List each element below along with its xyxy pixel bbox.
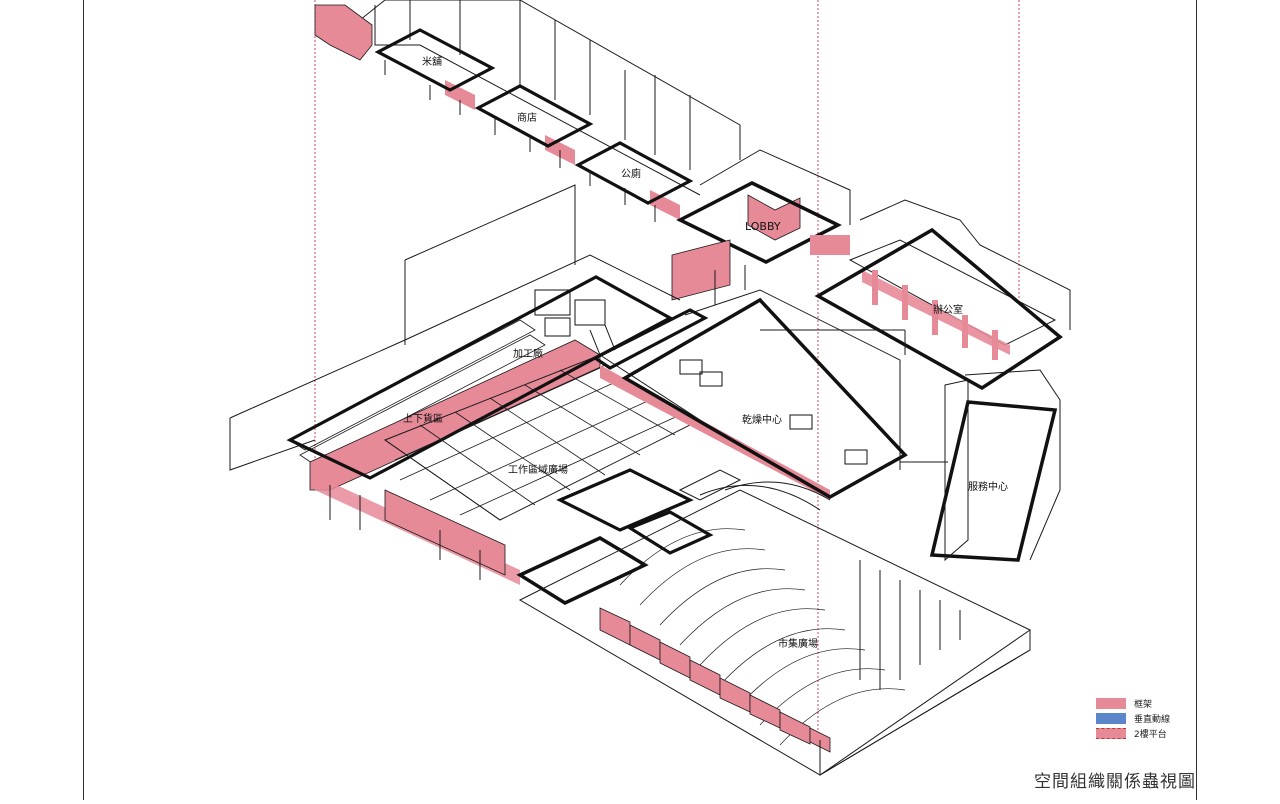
label-shop: 商店 (517, 111, 537, 124)
lobby-block (671, 149, 851, 305)
border-left (83, 0, 84, 800)
legend-item-frame: 框架 (1096, 696, 1170, 711)
processing-block (229, 184, 681, 491)
lower-rooms (516, 468, 742, 605)
label-toilet: 公廁 (621, 167, 641, 180)
label-service-center: 服務中心 (968, 480, 1008, 493)
service-center (900, 369, 1061, 562)
legend-swatch-frame (1096, 698, 1126, 709)
guide-lines (314, 0, 1020, 740)
label-office: 辦公室 (933, 303, 963, 316)
label-loading-area: 上下貨區 (403, 412, 443, 425)
legend: 框架 垂直動線 2樓平台 (1096, 696, 1170, 741)
shop-wing (314, 0, 741, 222)
diagram-title: 空間組織關係蟲視圖 (1034, 772, 1196, 792)
label-work-plaza: 工作區域廣場 (508, 463, 568, 476)
legend-label-second-floor-platform: 2樓平台 (1134, 730, 1167, 740)
office-block (814, 199, 1071, 391)
legend-item-second-floor-platform: 2樓平台 (1096, 726, 1170, 741)
legend-swatch-vertical-circulation (1096, 713, 1126, 724)
room-labels: 米舖 商店 公廁 LOBBY 辦公室 加工廠 上下貨區 工作區域廣場 乾燥中心 … (403, 55, 1008, 650)
legend-label-frame: 框架 (1134, 700, 1153, 710)
label-market-plaza: 市集廣場 (778, 637, 818, 650)
legend-label-vertical-circulation: 垂直動線 (1134, 715, 1171, 725)
legend-item-vertical-circulation: 垂直動線 (1096, 711, 1170, 726)
label-lobby: LOBBY (745, 220, 781, 233)
border-right (1196, 0, 1197, 800)
legend-swatch-second-floor-platform (1096, 728, 1126, 739)
label-rice-shop: 米舖 (422, 55, 442, 68)
label-drying-center: 乾燥中心 (742, 413, 782, 426)
drying-center (591, 289, 908, 500)
label-processing-plant: 加工廠 (513, 347, 543, 360)
market-plaza (518, 481, 1031, 776)
